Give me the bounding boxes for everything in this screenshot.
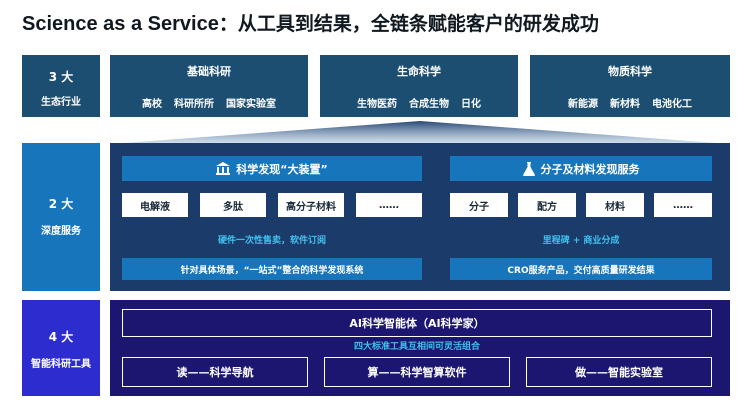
ecosystem-item: 新能源 xyxy=(568,99,598,110)
tool-read-navigation: 读——科学导航 xyxy=(122,357,308,387)
row-count: 3 大 xyxy=(48,70,74,84)
row-label-text: 智能科研工具 xyxy=(31,359,91,370)
title-separator: ： xyxy=(218,13,238,35)
service-chip: 电解液 xyxy=(122,193,188,217)
service-summary-bar: 针对具体场景，“一站式”整合的科学发现系统 xyxy=(122,258,422,280)
page-title: Science as a Service：从工具到结果，全链条赋能客户的研发成功 xyxy=(22,9,742,39)
service-chip: 高分子材料 xyxy=(278,193,344,217)
row-count: 2 大 xyxy=(48,197,74,211)
tools-panel xyxy=(110,300,730,396)
ai-scientist-agent: AI科学智能体（AI科学家） xyxy=(122,309,712,337)
service-chip: …… xyxy=(356,193,422,217)
ecosystem-title: 生命科学 xyxy=(397,65,441,78)
service-chip: …… xyxy=(654,193,712,217)
ecosystem-item: 新材料 xyxy=(610,99,640,110)
ecosystem-title: 基础科研 xyxy=(187,65,231,78)
ecosystem-card-material-science: 物质科学 新能源 新材料 电池化工 xyxy=(530,55,730,117)
row-label-ecosystems: 3 大 生态行业 xyxy=(22,55,100,117)
row-label-services: 2 大 深度服务 xyxy=(22,143,100,291)
service-header-molecule-material: 分子及材料发现服务 xyxy=(450,156,712,181)
service-business-model: 里程碑 + 商业分成 xyxy=(542,236,620,246)
ecosystem-item: 日化 xyxy=(461,99,481,110)
title-chinese: 从工具到结果，全链条赋能客户的研发成功 xyxy=(237,13,599,35)
service-title: 科学发现“大装置” xyxy=(236,162,328,176)
row-label-text: 深度服务 xyxy=(41,226,81,237)
ecosystem-item: 国家实验室 xyxy=(226,99,276,110)
ecosystem-card-basic-research: 基础科研 高校 科研所所 国家实验室 xyxy=(110,55,308,117)
service-chip: 配方 xyxy=(518,193,576,217)
service-chip: 分子 xyxy=(450,193,508,217)
ecosystem-item: 合成生物 xyxy=(409,99,449,110)
service-chip: 多肽 xyxy=(200,193,266,217)
row-count: 4 大 xyxy=(48,330,74,344)
service-summary-bar: CRO服务产品，交付高质量研发结果 xyxy=(450,258,712,280)
service-chip: 材料 xyxy=(586,193,644,217)
tool-smart-lab: 做——智能实验室 xyxy=(526,357,712,387)
ecosystem-item: 生物医药 xyxy=(357,99,397,110)
ecosystem-card-life-science: 生命科学 生物医药 合成生物 日化 xyxy=(320,55,518,117)
row-label-text: 生态行业 xyxy=(41,97,81,108)
service-title: 分子及材料发现服务 xyxy=(540,162,640,176)
ecosystem-item: 科研所所 xyxy=(174,99,214,110)
service-header-discovery-device: 科学发现“大装置” xyxy=(122,156,422,181)
title-english: Science as a Service xyxy=(22,13,219,35)
flask-icon xyxy=(522,161,535,176)
row-label-tools: 4 大 智能科研工具 xyxy=(22,300,100,396)
tool-compute-software: 算——科学智算软件 xyxy=(324,357,510,387)
institution-icon xyxy=(216,162,231,175)
converging-beam xyxy=(110,121,730,144)
service-business-model: 硬件一次性售卖，软件订阅 xyxy=(217,236,326,246)
tools-combination-note: 四大标准工具互相间可灵活组合 xyxy=(353,342,480,352)
ecosystem-item: 高校 xyxy=(142,99,162,110)
ecosystem-item: 电池化工 xyxy=(652,99,692,110)
ecosystem-title: 物质科学 xyxy=(608,65,652,78)
